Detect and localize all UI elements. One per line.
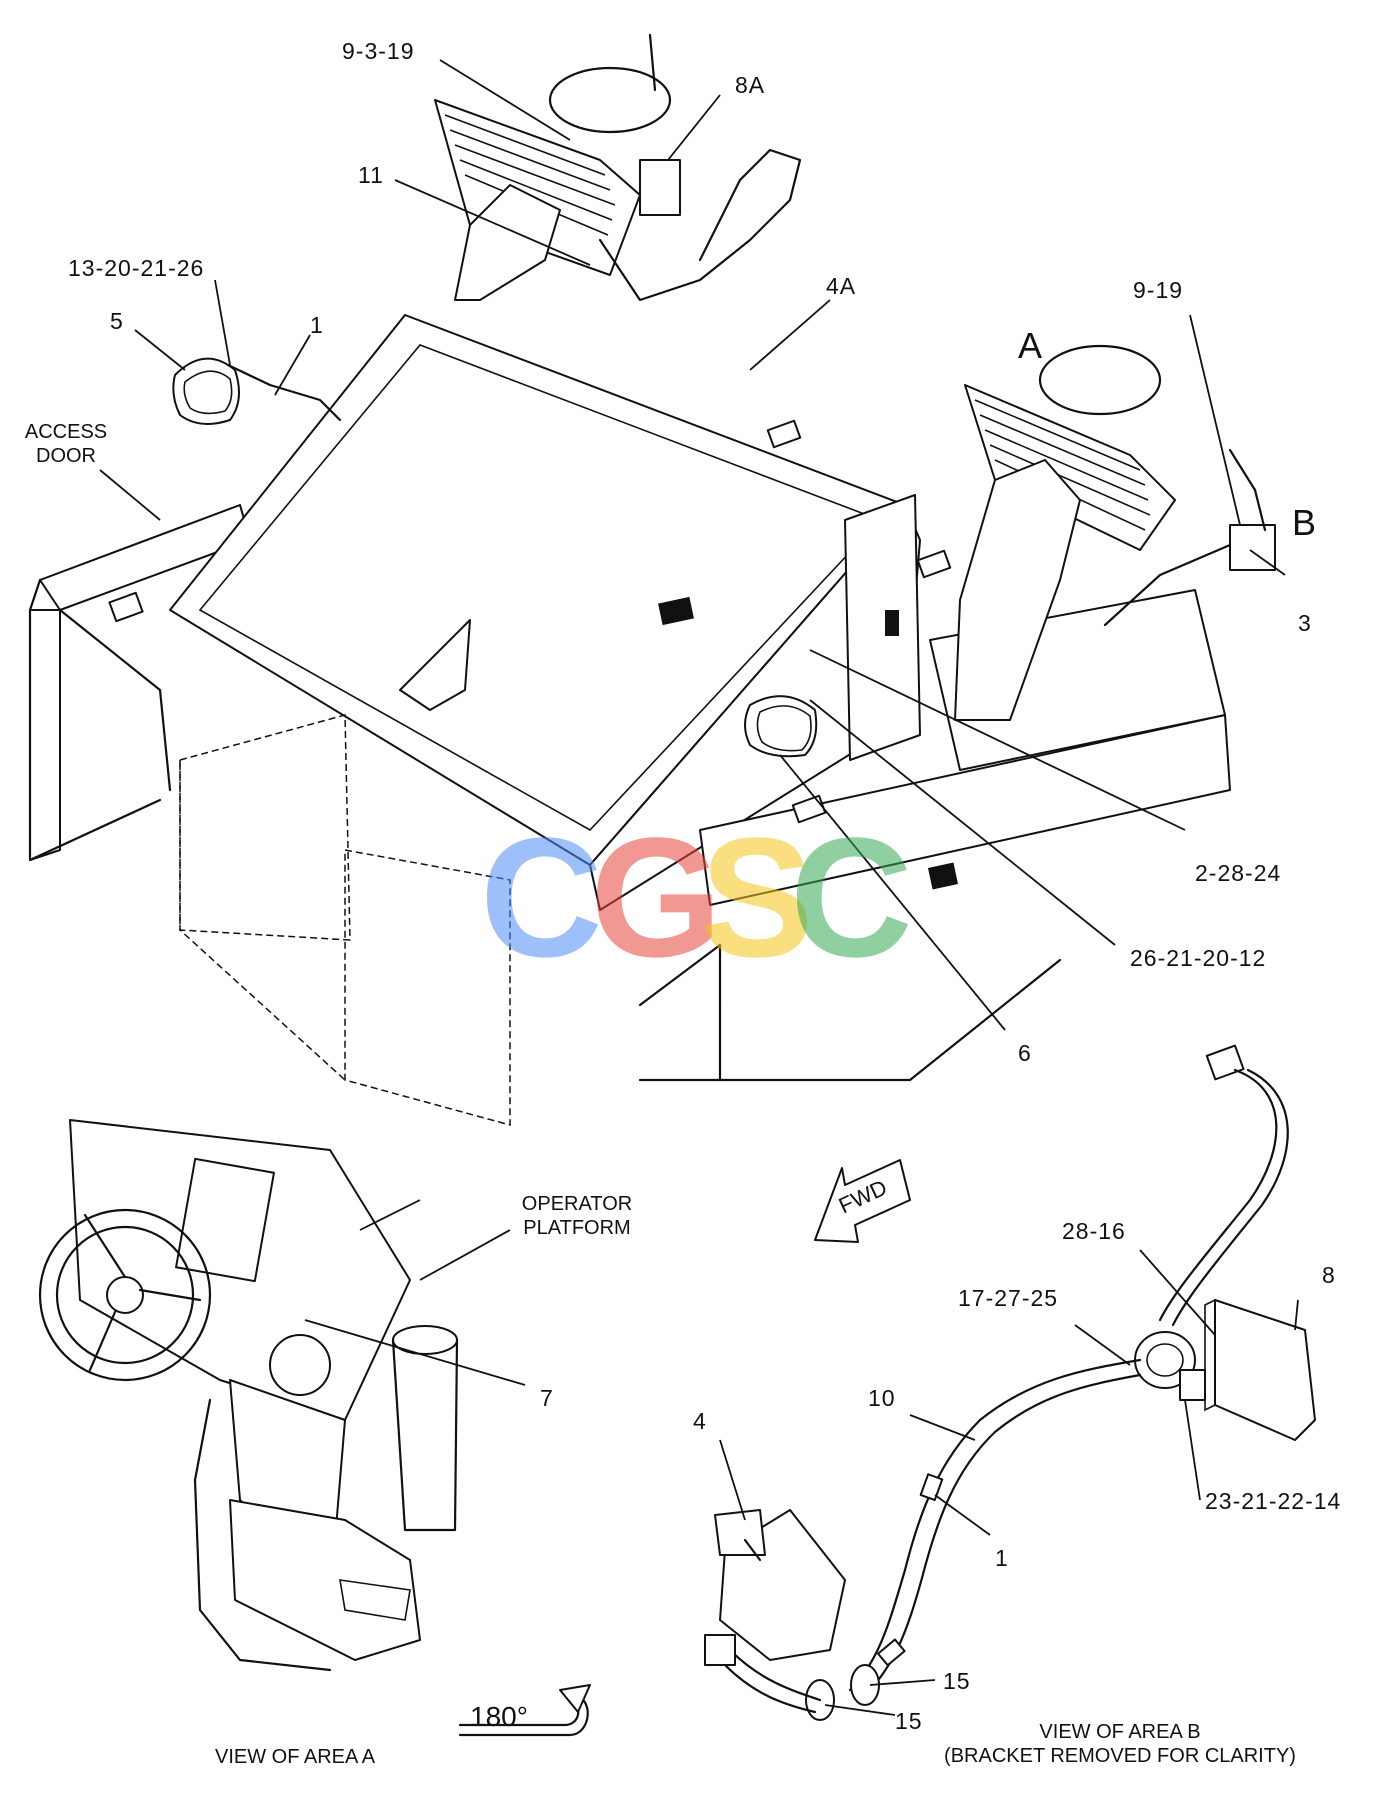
callout-2-28-24: 2-28-24 bbox=[1195, 860, 1282, 886]
callout-8: 8 bbox=[1322, 1262, 1336, 1288]
rotate-180-arrow-icon bbox=[458, 1684, 591, 1737]
operator-platform-line-2: PLATFORM bbox=[523, 1217, 631, 1239]
callout-1-bottom: 1 bbox=[995, 1545, 1009, 1571]
callout-6: 6 bbox=[1018, 1040, 1032, 1066]
watermark-letter-3: S bbox=[700, 803, 814, 993]
callout-23-21-22-14: 23-21-22-14 bbox=[1205, 1488, 1342, 1514]
callout-15-b: 15 bbox=[895, 1708, 923, 1734]
callout-13-20-21-26: 13-20-21-26 bbox=[68, 255, 205, 281]
callout-4: 4 bbox=[693, 1408, 707, 1434]
rotation-label: 180° bbox=[470, 1701, 528, 1732]
fwd-arrow-icon bbox=[814, 1159, 911, 1243]
access-door-label: ACCESS DOOR bbox=[18, 420, 114, 468]
callout-8a: 8A bbox=[735, 72, 766, 98]
callout-5: 5 bbox=[110, 308, 124, 334]
callout-10: 10 bbox=[868, 1385, 896, 1411]
operator-platform-label: OPERATOR PLATFORM bbox=[512, 1192, 642, 1240]
callout-a: A bbox=[1018, 325, 1044, 366]
callout-26-21-20-12: 26-21-20-12 bbox=[1130, 945, 1267, 971]
access-door-line-1: ACCESS bbox=[24, 421, 108, 443]
watermark-letter-4: C bbox=[790, 803, 913, 993]
operator-platform-line-1: OPERATOR bbox=[521, 1193, 633, 1215]
view-area-a-caption: VIEW OF AREA A bbox=[215, 1746, 376, 1768]
watermark-letter-1: C bbox=[480, 803, 603, 993]
connector-icon bbox=[1205, 1044, 1245, 1081]
view-area-b-line-2: (BRACKET REMOVED FOR CLARITY) bbox=[944, 1745, 1296, 1767]
callout-b: B bbox=[1292, 502, 1318, 543]
callout-9-3-19: 9-3-19 bbox=[342, 38, 415, 64]
view-area-b-caption: VIEW OF AREA B (BRACKET REMOVED FOR CLAR… bbox=[920, 1720, 1320, 1768]
access-door-line-2: DOOR bbox=[36, 445, 96, 467]
leader-lines bbox=[99, 59, 1299, 1716]
work-light-icon bbox=[172, 357, 342, 425]
console-upper-left bbox=[434, 33, 802, 302]
callout-4a: 4A bbox=[826, 273, 857, 299]
view-area-b-line-1: VIEW OF AREA B bbox=[1039, 1721, 1201, 1743]
callout-9-19: 9-19 bbox=[1133, 277, 1184, 303]
callout-7: 7 bbox=[540, 1385, 554, 1411]
watermark-letter-2: G bbox=[590, 803, 723, 993]
harness-view bbox=[704, 1044, 1316, 1721]
callout-11: 11 bbox=[358, 162, 384, 188]
callout-28-16: 28-16 bbox=[1062, 1218, 1126, 1244]
operator-platform-view bbox=[38, 1119, 459, 1672]
console-upper-right bbox=[954, 344, 1276, 721]
callout-1-top: 1 bbox=[310, 312, 324, 338]
callout-17-27-25: 17-27-25 bbox=[958, 1285, 1059, 1311]
connector-icon-b bbox=[704, 1634, 736, 1666]
callout-15-a: 15 bbox=[943, 1668, 971, 1694]
callout-3: 3 bbox=[1298, 610, 1312, 636]
work-light-icon-right bbox=[744, 695, 818, 758]
